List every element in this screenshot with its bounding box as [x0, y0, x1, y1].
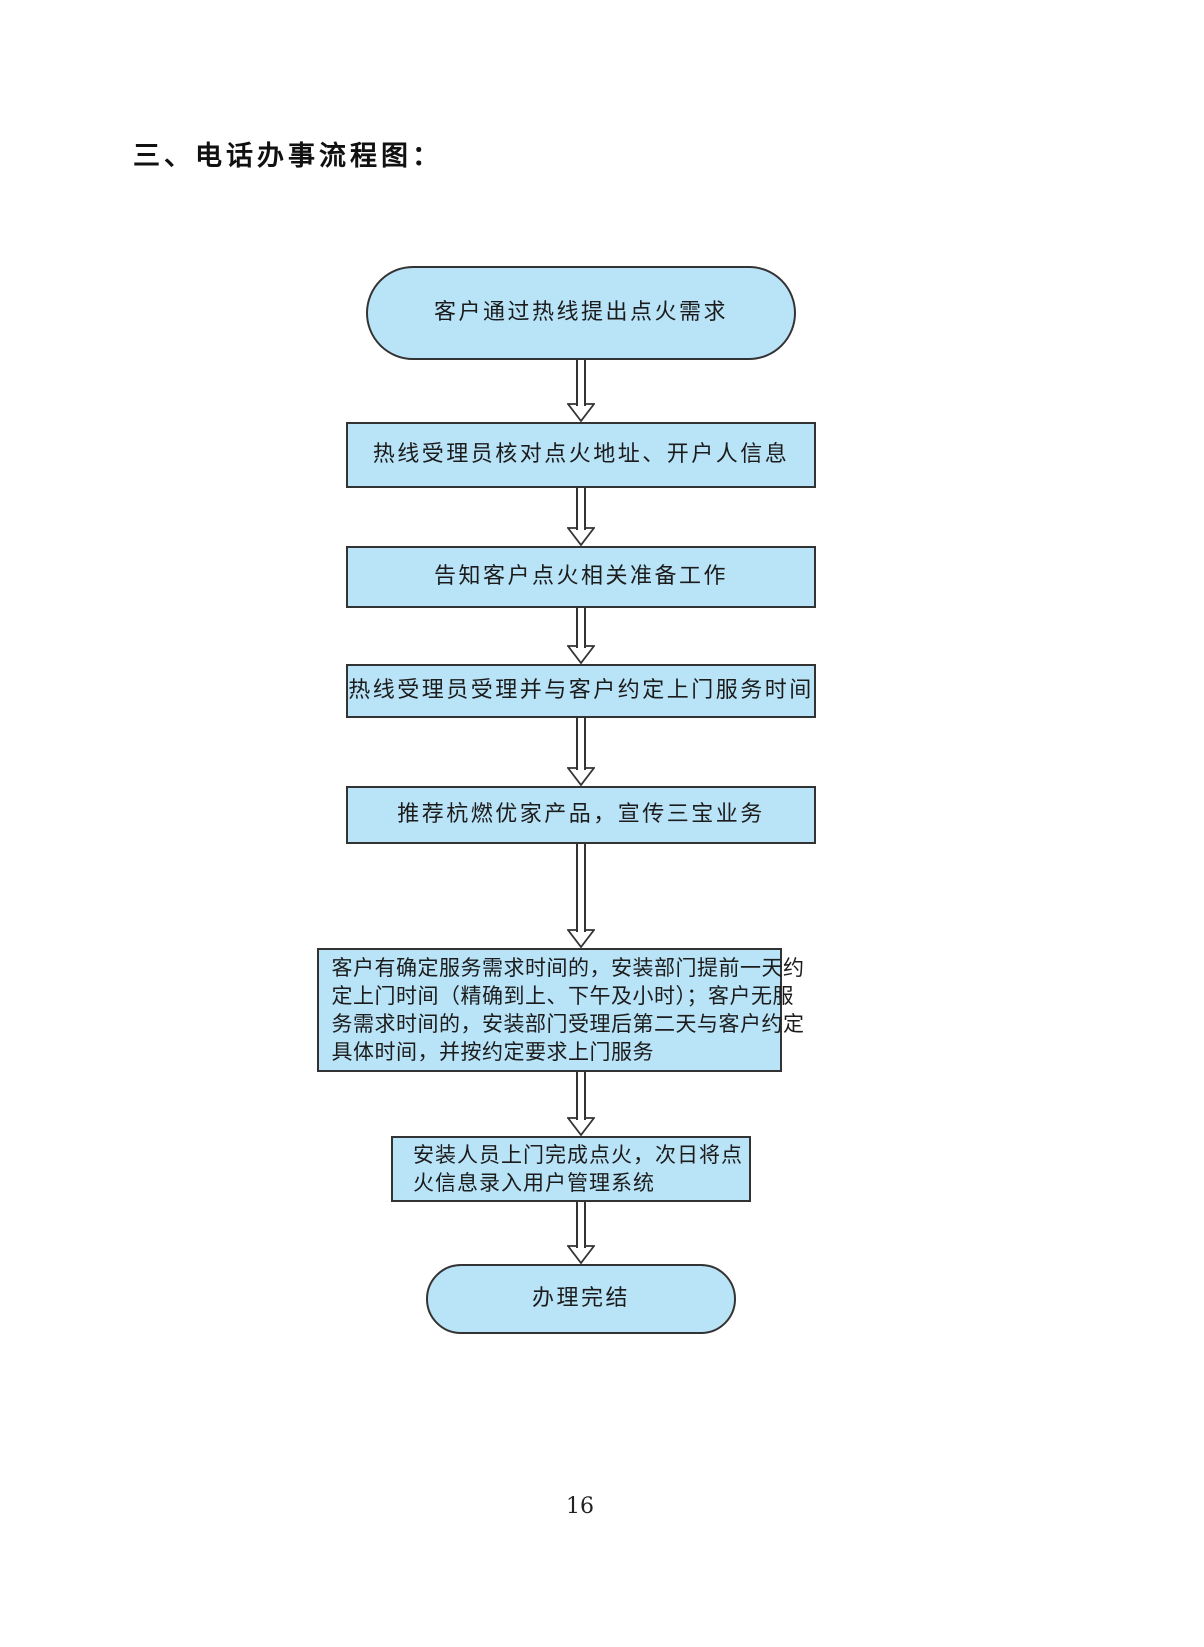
- flow-node-recommend-products: 推荐杭燃优家产品，宣传三宝业务: [346, 786, 816, 844]
- down-arrow-icon: [567, 488, 595, 546]
- down-arrow-icon: [567, 1072, 595, 1136]
- down-arrow-icon: [567, 1202, 595, 1264]
- down-arrow-icon: [567, 608, 595, 664]
- flow-node-start: 客户通过热线提出点火需求: [366, 266, 796, 360]
- down-arrow-icon: [567, 718, 595, 786]
- flow-node-end: 办理完结: [426, 1264, 736, 1334]
- flow-node-appointment-rules: 客户有确定服务需求时间的，安装部门提前一天约 定上门时间（精确到上、下午及小时）…: [316, 948, 804, 1072]
- flow-node-complete-ignition: 安装人员上门完成点火，次日将点 火信息录入用户管理系统: [391, 1136, 751, 1202]
- down-arrow-icon: [567, 360, 595, 422]
- flow-node-complete-ignition-line: 火信息录入用户管理系统: [413, 1171, 655, 1195]
- flow-node-inform-preparation: 告知客户点火相关准备工作: [346, 546, 816, 608]
- flow-node-recommend-products-label: 推荐杭燃优家产品，宣传三宝业务: [397, 801, 765, 827]
- flow-node-appointment-rules-line: 客户有确定服务需求时间的，安装部门提前一天约: [331, 956, 805, 980]
- flowchart: 客户通过热线提出点火需求 热线受理员核对点火地址、开户人信息 告知客户点火相关准…: [0, 266, 1162, 1334]
- flow-node-end-label: 办理完结: [531, 1285, 630, 1311]
- flow-node-schedule-service-label: 热线受理员受理并与客户约定上门服务时间: [348, 677, 814, 703]
- flow-node-start-label: 客户通过热线提出点火需求: [433, 299, 728, 325]
- flow-node-appointment-rules-line: 务需求时间的，安装部门受理后第二天与客户约定: [331, 1012, 805, 1036]
- page-title: 三、电话办事流程图：: [133, 141, 443, 172]
- flow-node-appointment-rules-line: 具体时间，并按约定要求上门服务: [331, 1040, 654, 1064]
- down-arrow-icon: [567, 844, 595, 948]
- flow-node-verify-info: 热线受理员核对点火地址、开户人信息: [346, 422, 816, 488]
- flow-node-verify-info-label: 热线受理员核对点火地址、开户人信息: [372, 441, 790, 467]
- flow-node-inform-preparation-label: 告知客户点火相关准备工作: [433, 563, 728, 589]
- page-number: 16: [566, 1494, 594, 1519]
- flow-node-schedule-service: 热线受理员受理并与客户约定上门服务时间: [346, 664, 816, 718]
- flow-node-appointment-rules-line: 定上门时间（精确到上、下午及小时）；客户无服: [331, 984, 794, 1008]
- flow-node-complete-ignition-line: 安装人员上门完成点火，次日将点: [413, 1143, 743, 1167]
